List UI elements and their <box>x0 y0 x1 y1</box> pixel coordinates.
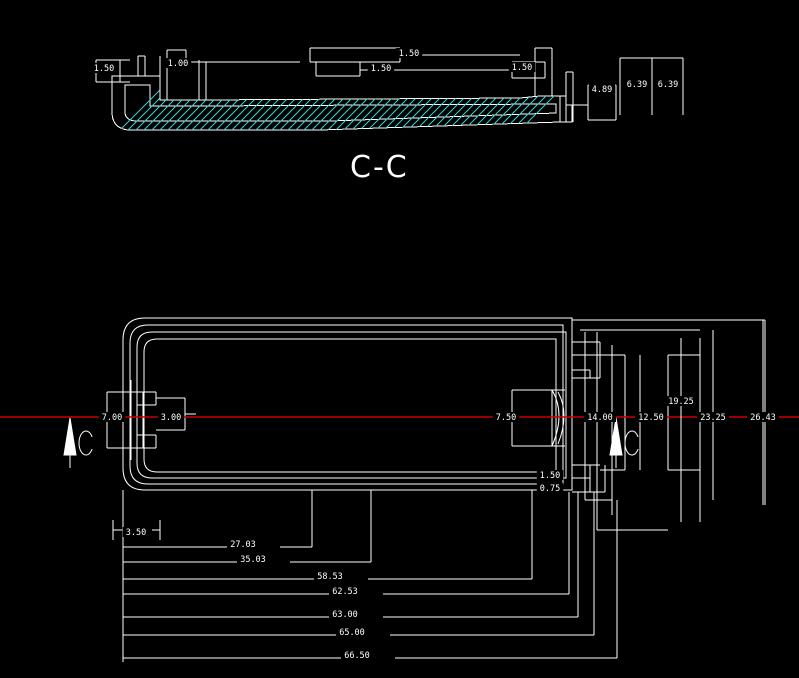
chain-dim-chain-58-53: 58.53 <box>317 572 343 582</box>
label-knockout <box>329 609 361 619</box>
plan-view <box>106 317 766 531</box>
label-knockout <box>157 412 185 422</box>
plan-edge-dim-plan-0-75: 0.75 <box>540 484 560 494</box>
label-knockout <box>314 571 346 581</box>
label-knockout <box>492 412 520 422</box>
dimension-text-layer: 1.50 1.00 1.50 1.50 1.50 4.89 6.39 6.39 7.00 3.00… <box>90 48 779 661</box>
label-knockout <box>665 396 697 406</box>
label-knockout <box>395 48 423 58</box>
section-dim-sec-d2: 1.00 <box>168 59 188 69</box>
plan-dim-plan-19-25: 19.25 <box>668 397 694 407</box>
label-knockout <box>635 412 667 422</box>
label-knockout <box>237 554 269 564</box>
plan-edge-dim-plan-1-50: 1.50 <box>540 471 560 481</box>
plan-dim-plan-14-00: 14.00 <box>587 413 613 423</box>
section-dim-sec-d1: 1.50 <box>94 64 114 74</box>
plan-dim-plan-7-00: 7.00 <box>102 413 122 423</box>
section-hatching <box>112 76 572 130</box>
label-knockout <box>336 627 368 637</box>
label-knockout <box>508 62 536 72</box>
chain-dim-chain-62-53: 62.53 <box>332 587 358 597</box>
plan-dim-plan-23-25: 23.25 <box>700 413 726 423</box>
section-dim-sec-d3: 1.50 <box>399 49 419 59</box>
label-knockout <box>623 79 651 89</box>
section-dim-sec-d4: 1.50 <box>371 64 391 74</box>
label-knockout <box>164 58 192 68</box>
chain-dim-chain-65-00: 65.00 <box>339 628 365 638</box>
label-knockout <box>747 412 779 422</box>
label-knockout <box>341 650 373 660</box>
section-view-cc <box>95 47 684 131</box>
plan-left-end-feature <box>106 380 196 460</box>
label-knockout <box>536 483 564 493</box>
label-knockout <box>98 412 126 422</box>
label-knockout <box>588 84 616 94</box>
label-knockout <box>367 63 395 73</box>
section-dim-sec-d8: 6.39 <box>658 80 678 90</box>
label-knockout <box>536 470 564 480</box>
chain-dim-chain-35-03: 35.03 <box>240 555 266 565</box>
plan-dim-plan-12-50: 12.50 <box>638 413 664 423</box>
chain-dim-chain-63-00: 63.00 <box>332 610 358 620</box>
label-knockout <box>122 527 150 537</box>
dimension-chain-lines <box>112 490 618 662</box>
plan-outline-contours <box>122 317 573 491</box>
chain-dim-chain-27-03: 27.03 <box>230 540 256 550</box>
section-marker-left <box>63 417 96 468</box>
label-knockout <box>329 586 361 596</box>
label-knockout <box>584 412 616 422</box>
section-marker-right <box>609 417 642 468</box>
label-knockout <box>227 539 259 549</box>
section-dim-sec-d6: 4.89 <box>592 85 612 95</box>
label-knockout <box>90 63 118 73</box>
label-knockout <box>654 79 682 89</box>
section-title-cc: C-C <box>350 150 409 185</box>
label-knockout <box>697 412 729 422</box>
section-dim-sec-d5: 1.50 <box>512 63 532 73</box>
chain-dim-chain-66-50: 66.50 <box>344 651 370 661</box>
plan-edge-dim-plan-3-50: 3.50 <box>126 528 146 538</box>
section-dim-sec-d7: 6.39 <box>627 80 647 90</box>
plan-dim-plan-26-43: 26.43 <box>750 413 776 423</box>
plan-dim-plan-7-50: 7.50 <box>496 413 516 423</box>
plan-dim-plan-3-00: 3.00 <box>161 413 181 423</box>
